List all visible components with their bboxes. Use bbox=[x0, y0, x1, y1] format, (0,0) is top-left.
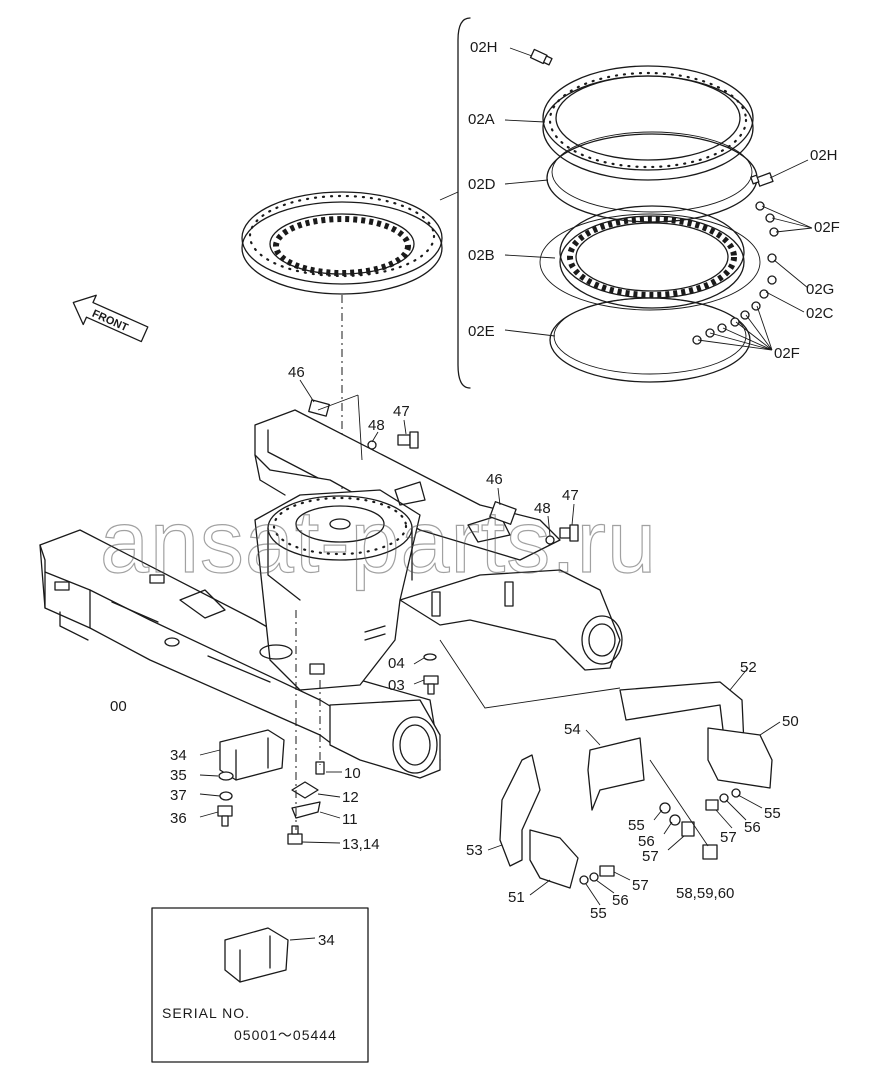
assembly-bracket bbox=[457, 17, 471, 389]
label-47-right: 47 bbox=[562, 487, 579, 504]
label-56-a: 56 bbox=[638, 833, 655, 850]
label-00: 00 bbox=[110, 698, 127, 715]
label-48-right: 48 bbox=[534, 500, 551, 517]
label-02C: 02C bbox=[806, 305, 834, 322]
label-53: 53 bbox=[466, 842, 483, 859]
label-54: 54 bbox=[564, 721, 581, 738]
label-02E: 02E bbox=[468, 323, 495, 340]
label-50: 50 bbox=[782, 713, 799, 730]
covers-group-50-60 bbox=[439, 639, 781, 906]
label-02D: 02D bbox=[468, 176, 496, 193]
label-02H-top: 02H bbox=[470, 39, 498, 56]
label-46-right: 46 bbox=[486, 471, 503, 488]
watermark: ansat-parts.ru bbox=[100, 492, 657, 591]
track-frame-00 bbox=[39, 409, 623, 779]
center-joint-ring bbox=[241, 191, 459, 295]
bolts-03-04 bbox=[413, 653, 439, 695]
label-57-b: 57 bbox=[720, 829, 737, 846]
grease-nipple-02H-right bbox=[750, 172, 774, 187]
label-03: 03 bbox=[388, 677, 405, 694]
plugs-02F-02G-02C bbox=[692, 201, 779, 345]
outer-race-02A bbox=[542, 65, 754, 181]
grease-nipple-02H-top bbox=[529, 48, 553, 66]
callout-labels: 02H 02A 02D 02B 02E 02H 02F 02G 02C 02F … bbox=[110, 39, 840, 922]
serial-title: SERIAL NO. bbox=[162, 1005, 250, 1021]
label-46-left: 46 bbox=[288, 364, 305, 381]
label-02H-right: 02H bbox=[810, 147, 838, 164]
label-02F-top: 02F bbox=[814, 219, 840, 236]
label-02A: 02A bbox=[468, 111, 495, 128]
inner-race-02B bbox=[539, 205, 761, 311]
label-55-a: 55 bbox=[628, 817, 645, 834]
label-56-b: 56 bbox=[744, 819, 761, 836]
label-02G: 02G bbox=[806, 281, 834, 298]
label-58-59-60: 58,59,60 bbox=[676, 885, 734, 902]
label-36: 36 bbox=[170, 810, 187, 827]
serial-range: 05001～05444 bbox=[234, 1027, 337, 1043]
label-48-left: 48 bbox=[368, 417, 385, 434]
label-11: 11 bbox=[342, 811, 358, 828]
label-13-14: 13,14 bbox=[342, 836, 380, 853]
shoe-group-34-37 bbox=[199, 729, 285, 827]
inset-part-label: 34 bbox=[318, 932, 335, 949]
label-57-c: 57 bbox=[632, 877, 649, 894]
cover-plates-46-47-48 bbox=[299, 379, 579, 545]
label-02F-bottom: 02F bbox=[774, 345, 800, 362]
label-57-a: 57 bbox=[642, 848, 659, 865]
label-55-b: 55 bbox=[764, 805, 781, 822]
parts-10-14 bbox=[287, 610, 342, 845]
label-02B: 02B bbox=[468, 247, 495, 264]
label-47-left: 47 bbox=[393, 403, 410, 420]
label-34: 34 bbox=[170, 747, 187, 764]
front-direction-arrow: FRONT bbox=[72, 294, 149, 343]
label-37: 37 bbox=[170, 787, 187, 804]
label-52: 52 bbox=[740, 659, 757, 676]
seal-ring-02E bbox=[549, 297, 751, 383]
label-04: 04 bbox=[388, 655, 405, 672]
label-56-c: 56 bbox=[612, 892, 629, 909]
label-12: 12 bbox=[342, 789, 359, 806]
swing-bearing-exploded-group bbox=[457, 17, 813, 389]
label-35: 35 bbox=[170, 767, 187, 784]
label-10: 10 bbox=[344, 765, 361, 782]
seal-02D bbox=[546, 133, 758, 223]
serial-inset-box: 34 SERIAL NO. 05001～05444 bbox=[151, 907, 369, 1063]
label-51: 51 bbox=[508, 889, 525, 906]
label-55-c: 55 bbox=[590, 905, 607, 922]
